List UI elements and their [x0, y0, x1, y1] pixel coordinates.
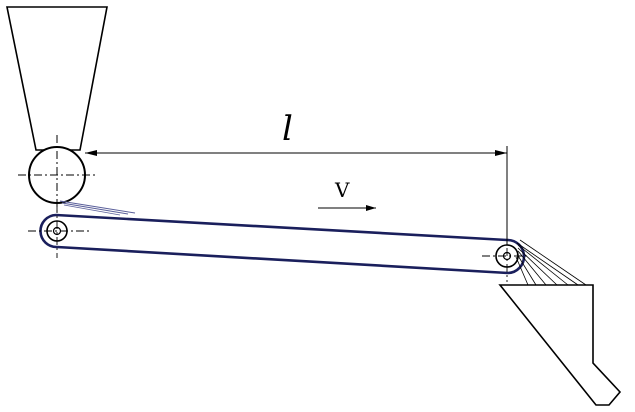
length-dimension: l	[85, 109, 508, 245]
velocity-label: V	[334, 178, 350, 202]
conveyor-belt	[39, 213, 526, 275]
velocity-indicator: V	[318, 178, 376, 211]
feed-roller	[18, 135, 95, 212]
length-label: l	[282, 109, 293, 149]
left-pulley	[28, 205, 90, 258]
material-stream	[59, 200, 136, 216]
discharge-stream	[515, 239, 587, 286]
receiving-chute	[498, 284, 622, 406]
feed-hopper	[6, 6, 108, 151]
